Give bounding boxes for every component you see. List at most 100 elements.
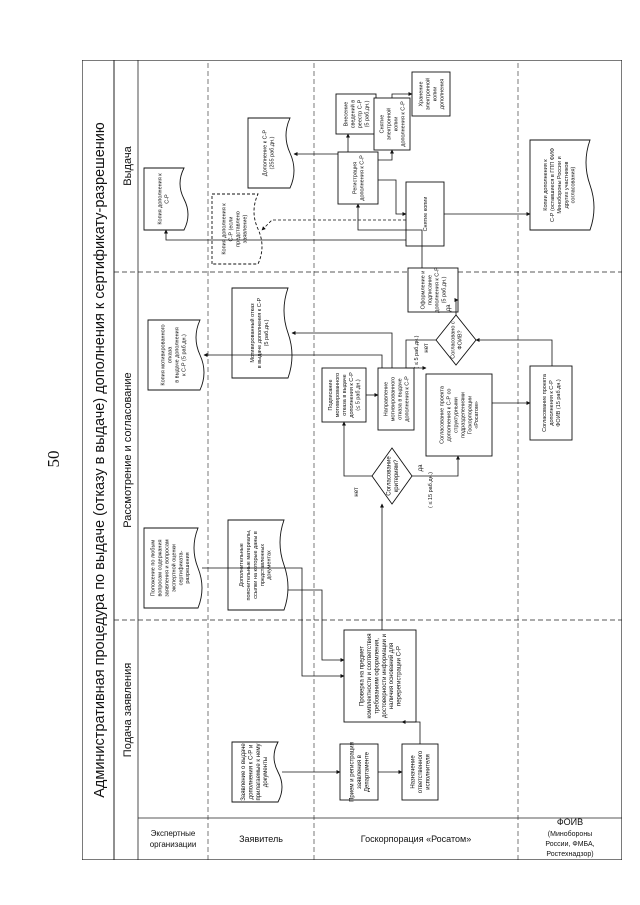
check-text-line: требованиям оформления, — [374, 638, 380, 714]
prep_refusal-text-line: (≤ 5 раб.дн.) — [356, 379, 362, 411]
expert_question-shape — [143, 527, 203, 609]
doc_refusal_expert-text-line: к С-Р (5 раб.дн.) — [181, 334, 187, 376]
diagram-area: Административная процедура по выдаче (от… — [82, 60, 622, 860]
expert_question-text-line: экспертной оценки — [170, 544, 177, 592]
additional_docs-text-line: представленных — [260, 544, 266, 587]
sign-shape — [407, 267, 459, 313]
sign-text-line: Оформление и — [421, 271, 427, 310]
check-text-line: комплектности и соответствия — [367, 634, 373, 719]
lane-label-foiv: ФОИВ (Минобороны России, ФМБА, Ростехнад… — [545, 817, 594, 858]
doc_application-text-line: Заявление о выдаче — [241, 743, 247, 801]
lane-foiv-line1: ФОИВ — [557, 817, 583, 827]
dec_agree-text-line: Согласование — [386, 456, 392, 496]
dec_foiv-text-line: ФОИВ? — [457, 330, 463, 349]
db_entry-text-line: (5 раб.дн.) — [364, 100, 370, 127]
electronic_copy-text-line: Снятие — [380, 115, 386, 134]
assign_executor-text-line: исполнителя — [426, 754, 432, 790]
reg_application-text-line: заявления в — [357, 755, 363, 789]
reg_supplement-text-line: дополнения к С-Р — [359, 155, 365, 201]
doc_supplement-text-line: (255 раб.дн.) — [269, 136, 275, 169]
label-no-2: нет — [424, 343, 430, 352]
doc_copy_applicant-text-line: представлено — [235, 211, 241, 247]
edge-send-to-applicant-doc — [291, 331, 393, 368]
reg_application-text-line: Департаменте — [365, 751, 371, 792]
doc_refusal_expert-text-line: в выдаче дополнения — [174, 327, 180, 383]
doc_application-text-line: документы — [263, 757, 269, 787]
edge-dec-foiv-no — [405, 339, 436, 370]
foiv_agree-text-line: дополнения к С-Р — [549, 380, 555, 426]
doc_copy_applicant-text-line: С-Р (если — [228, 217, 234, 242]
additional_docs-text-line: Дополнительные — [239, 543, 245, 587]
label-yes-1: да — [418, 464, 424, 472]
edge-sign-to-reg — [356, 203, 423, 268]
edge-reg-to-ecopy — [378, 149, 394, 161]
dec_foiv-text-line: Согласовано с — [450, 321, 456, 359]
label-no-1: нет — [354, 487, 360, 496]
expert_question-text-line: вопросам содержания — [158, 539, 164, 596]
label-deadline-2: ( ≤ 5 раб.дн.) — [414, 335, 420, 368]
edge-reg-to-copies — [378, 179, 407, 216]
edge-copies-to-new — [164, 229, 406, 241]
expert_question-text-line: разрешения — [185, 552, 191, 583]
send_refusal-text-line: дополнения к С-Р — [404, 376, 410, 422]
doc_copy_applicant-text-line: заявление) — [242, 215, 248, 244]
doc_copy_applicant-shape — [211, 193, 263, 265]
doc_foiv_copy-text-line: других участников — [564, 162, 570, 209]
prep_draft-text-line: подразделениями — [460, 392, 466, 438]
doc_foiv_copy-text-line: Копии дополнения к — [543, 159, 549, 211]
doc_application-shape — [231, 741, 283, 803]
db_entry-text-line: реестр С-Р — [357, 99, 363, 128]
doc_new_supplement-text-line: Копия дополнения к — [157, 173, 163, 225]
process-diagram: Административная процедура по выдаче (от… — [82, 60, 622, 860]
check-text-line: достоверности информации и — [382, 634, 388, 718]
doc_refusal_applicant-shape — [231, 287, 293, 379]
doc_application-text-line: дополнения к С-Р и — [248, 745, 254, 800]
prep_refusal-text-line: Подписание — [328, 379, 334, 410]
prep_draft-text-line: Согласование проекта — [440, 385, 446, 444]
doc_refusal_expert-shape — [147, 319, 205, 391]
store_copy-text-line: копии — [432, 87, 438, 102]
assign_executor-text-line: ответственного — [418, 750, 424, 793]
diagram-title: Административная процедура по выдаче (от… — [92, 122, 108, 798]
lane-foiv-line3: России, ФМБА, — [545, 841, 594, 848]
prep_draft-text-line: дополнения к С-Р со — [447, 389, 453, 442]
additional_docs-shape — [227, 519, 289, 611]
send_refusal-text-line: Направление — [384, 382, 390, 416]
doc_foiv_copy-text-line: С-Р (оставшиеся в ГПП ФИФ — [550, 148, 556, 222]
doc_refusal_expert-text-line: отказа — [167, 346, 173, 364]
edge-ecopy-to-store — [391, 92, 413, 98]
prep_refusal-text-line: дополнения к С-Р — [349, 372, 355, 418]
expert_question-text-line: Положение по любым — [151, 540, 157, 597]
prep_draft-text-line: «Росатом» — [474, 401, 480, 429]
db_entry-text-line: Внесение — [344, 102, 350, 127]
edge-assign-to-check — [401, 720, 421, 744]
lane-experts-line1: Экспертные — [151, 829, 196, 838]
doc_refusal_expert-text-line: Копия мотивированного — [161, 324, 167, 385]
edge-send-to-expert-doc — [203, 353, 383, 368]
prep_draft-text-line: Госкорпорации — [467, 396, 473, 434]
sign-text-line: (5 раб.дн.) — [441, 276, 447, 303]
copies-text-line: Снятие копии — [423, 197, 429, 232]
send_refusal-text-line: отказа в выдаче — [397, 378, 403, 420]
doc_new_supplement-shape — [143, 167, 189, 231]
label-deadline-1: ( ≤ 15 раб.дн.) — [428, 472, 434, 508]
doc_copy_applicant-text-line: Копия дополнения к — [222, 203, 228, 255]
store_copy-text-line: электронной — [424, 78, 431, 110]
doc_foiv_copy-text-line: согласования) — [571, 166, 577, 203]
reg_supplement-text-line: Регистрация — [352, 162, 358, 194]
lane-foiv-line2: (Минобороны — [548, 830, 592, 838]
